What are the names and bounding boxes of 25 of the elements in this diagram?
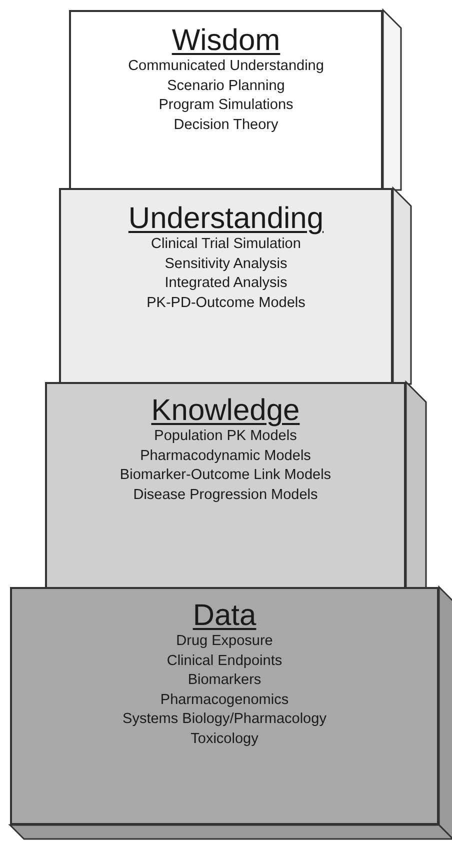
tier-item-text: Pharmacodynamic Models — [140, 446, 311, 466]
pyramid-tier-box — [45, 382, 406, 589]
tier-item-text: Disease Progression Models — [133, 486, 318, 504]
tier-item-text: Population PK Models — [154, 427, 297, 446]
tier-heading: Data — [192, 599, 256, 632]
tier-item-text: Biomarker-Outcome Link Models — [120, 466, 332, 485]
tier-item-text: Toxicology — [190, 730, 258, 748]
tier-item-text: PK-PD-Outcome Models — [146, 294, 306, 312]
pyramid-tier-box — [59, 188, 393, 384]
tier-item-text: Clinical Endpoints — [166, 652, 282, 670]
tier-item-text: Sensitivity Analysis — [164, 254, 288, 274]
tier-heading: Knowledge — [151, 394, 300, 427]
tier-item-text: Systems Biology/Pharmacology — [122, 710, 326, 729]
tier-item-text: Communicated Understanding — [128, 57, 324, 76]
tier-heading: Wisdom — [172, 24, 280, 57]
tier-item-text: Biomarkers — [188, 671, 262, 690]
tier-item-text: Drug Exposure — [176, 632, 273, 651]
tier-item-text: Decision Theory — [174, 116, 278, 134]
tier-heading: Understanding — [128, 202, 324, 235]
tier-item-text: Clinical Trial Simulation — [151, 235, 301, 254]
tier-item-text: Pharmacogenomics — [160, 690, 289, 710]
pyramid-tier-box — [69, 10, 383, 190]
tier-item-text: Integrated Analysis — [164, 274, 288, 293]
tier-item-text: Scenario Planning — [167, 76, 285, 96]
tier-item-text: Program Simulations — [158, 96, 294, 115]
